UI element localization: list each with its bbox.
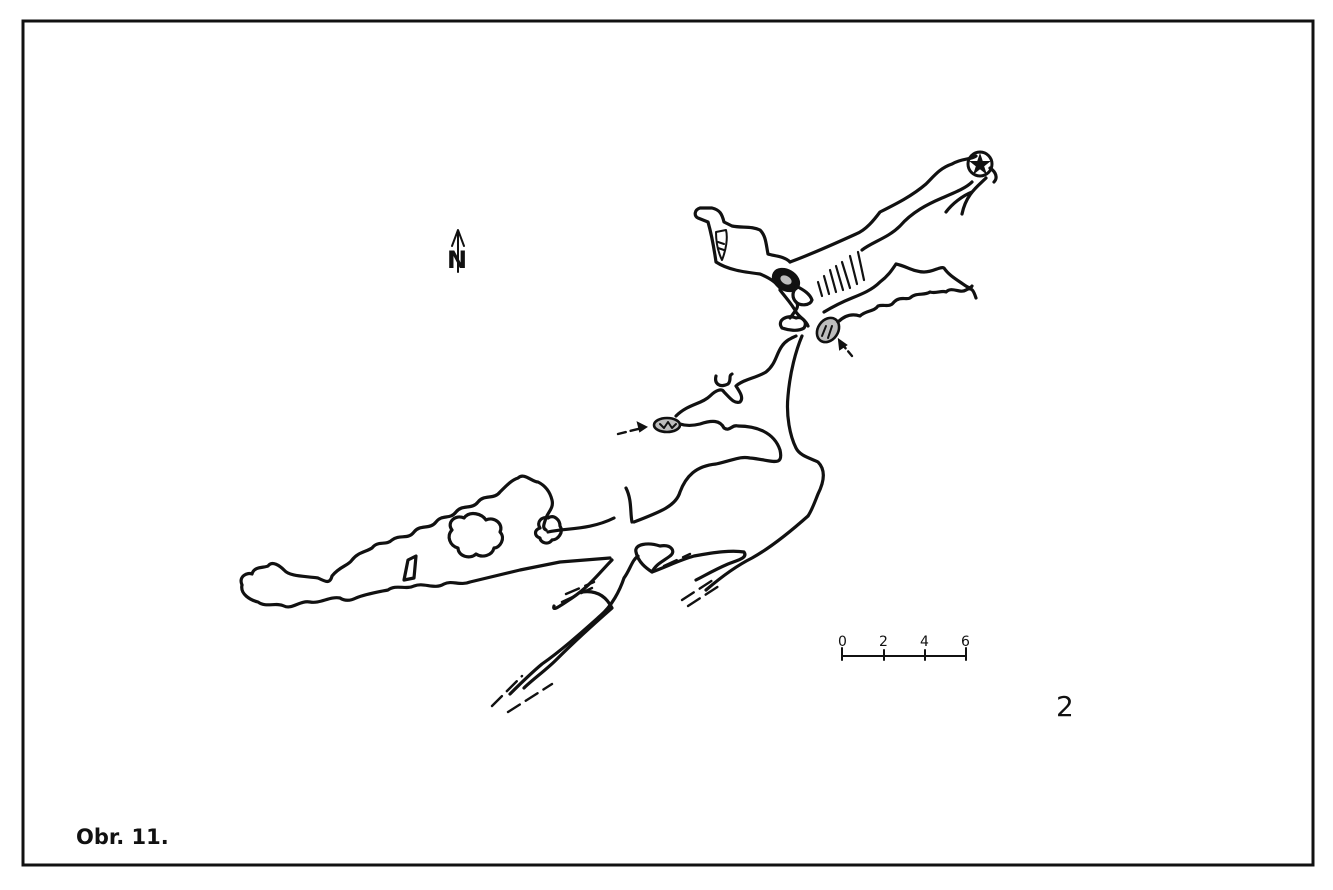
map-frame [21, 19, 1315, 867]
pillar-blob-small [533, 515, 563, 545]
cave-plan [239, 150, 998, 714]
junction-connector [778, 284, 814, 328]
north-east-passage-north-wall [788, 154, 978, 264]
channel-blob-tail [650, 549, 747, 582]
dashed-continuation-1 [560, 586, 594, 604]
dashed-continuation-5 [680, 576, 718, 602]
entrance-arrow-west [616, 421, 648, 436]
entrance-arrow-east [837, 337, 854, 358]
north-east-lower-wall [836, 287, 978, 324]
dashed-continuation-2 [564, 580, 596, 596]
pillar-small-quad [402, 554, 418, 582]
pillar-blob-large [447, 511, 505, 559]
main-shaft-east-wall [704, 514, 810, 592]
junction-dark-oval-highlight [780, 275, 792, 285]
chamber-north-wall [546, 516, 616, 534]
scale-tick-2: 2 [879, 634, 888, 650]
main-shaft-west-wall [785, 334, 825, 518]
east-entrance-hatch [821, 325, 833, 339]
south-channel-inner-wall [522, 590, 614, 690]
scale-bar-line [841, 647, 967, 661]
slope-hatching [816, 250, 866, 298]
north-east-terminal-circle [966, 150, 994, 178]
left-chamber-upper-wall [239, 474, 554, 587]
channel-blob [634, 542, 675, 574]
star-icon [969, 152, 991, 175]
alcove-drip-formation [715, 229, 728, 261]
dashed-continuation-6 [686, 582, 724, 608]
terminal-tail [988, 166, 998, 184]
scale-tick-0: 0 [838, 634, 847, 650]
plate-number: 2 [1056, 690, 1074, 723]
west-entrance-hatch [659, 421, 677, 429]
figure-caption: Obr. 11. [76, 825, 169, 849]
dashed-continuation-3 [490, 674, 524, 708]
north-arrow-icon [451, 229, 465, 273]
north-east-terminal-branch [944, 176, 988, 216]
west-entrance-passage [674, 334, 798, 418]
left-chamber-lower-wall [240, 556, 612, 609]
dashed-continuation-4 [506, 682, 554, 714]
south-channel-west-wall [508, 554, 640, 696]
wall-stub-vertical [624, 486, 634, 524]
upper-alcove-wall [693, 206, 792, 290]
scale-bar: 0 2 4 6 [838, 634, 970, 661]
west-passage-wiggle [714, 372, 734, 388]
north-east-passage-inner-wall [860, 180, 974, 252]
dashed-continuation-7 [662, 552, 692, 568]
central-passage-wall [632, 419, 783, 524]
scale-tick-6: 6 [961, 634, 970, 650]
north-arrow: N [447, 229, 467, 274]
north-arrow-label: N [447, 246, 467, 274]
scale-tick-4: 4 [920, 634, 929, 650]
north-east-passage-south-wall [822, 262, 974, 314]
